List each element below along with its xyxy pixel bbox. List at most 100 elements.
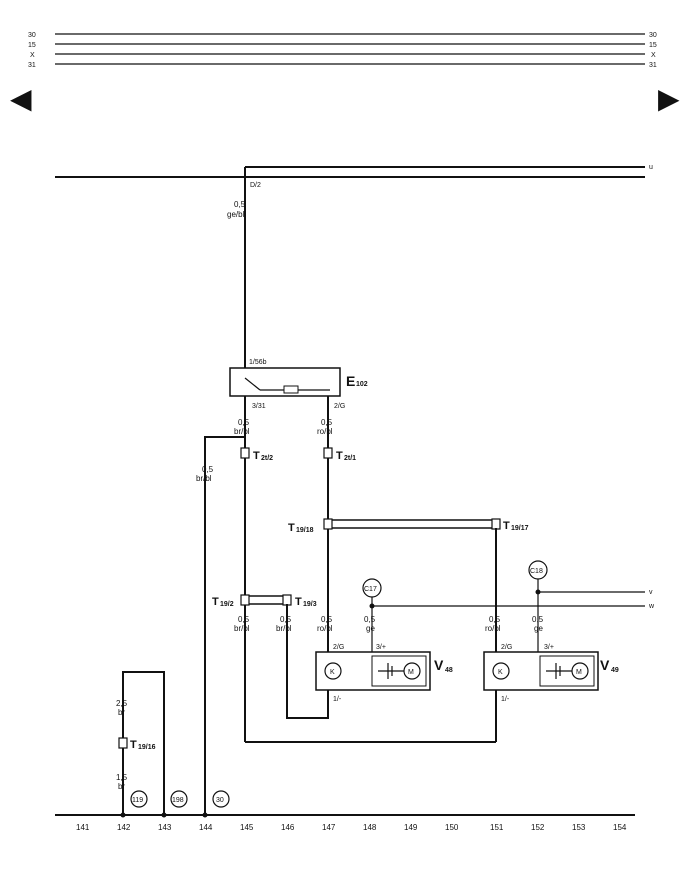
rail-left-label: 30: [28, 32, 36, 39]
motor-m-label: M: [408, 669, 414, 676]
column-numbers: 141 142 143 144 145 146 147 148 149 150 …: [76, 823, 627, 832]
connector-label-sub: 19/2: [220, 601, 234, 608]
rail-right-label: 31: [649, 62, 657, 69]
right-label-w: w: [648, 603, 655, 610]
wire-gauge: 0,5: [238, 615, 250, 624]
connector-label: T: [130, 739, 137, 751]
connector-label-sub: 19/17: [511, 525, 529, 532]
relay-k-label: K: [498, 669, 503, 676]
wire-color: br/bl: [196, 474, 212, 483]
wire-gauge: 0,5: [321, 418, 333, 427]
connector-t2t2: T 2t/2: [240, 447, 273, 462]
connector-label-sub: 2t/1: [344, 455, 356, 462]
wire-gauge: 0,5: [202, 465, 214, 474]
rail-right-label: 15: [649, 42, 657, 49]
connector-label: T: [336, 450, 343, 462]
ref-circle: 198: [170, 790, 188, 808]
connector-t2t1: T 2t/1: [323, 447, 356, 462]
column-number: 142: [117, 823, 131, 832]
connector-label-sub: 2t/2: [261, 455, 273, 462]
ref-circle: 30: [212, 790, 230, 808]
column-number: 147: [322, 823, 336, 832]
column-number: 152: [531, 823, 545, 832]
motor-pin-right: 3/+: [544, 644, 554, 651]
column-number: 144: [199, 823, 213, 832]
wire-color: br/bl: [276, 624, 292, 633]
motor-pin-bottom: 1/-: [333, 696, 342, 703]
wire-gauge: 0,5: [489, 615, 501, 624]
switch-label: E: [346, 373, 355, 389]
wire-gauge: 2,5: [116, 699, 128, 708]
rail-right-label: 30: [649, 32, 657, 39]
wire-color: ge: [534, 624, 543, 633]
column-number: 141: [76, 823, 90, 832]
column-number: 146: [281, 823, 295, 832]
ref-label: 119: [132, 797, 143, 804]
wire-gauge: 0,5: [321, 615, 333, 624]
rail-left-label: 15: [28, 42, 36, 49]
motor-pin-bottom: 1/-: [501, 696, 510, 703]
ref-circle: 119: [130, 790, 148, 808]
motor-label: V: [434, 657, 444, 673]
motor-label-sub: 49: [611, 667, 619, 674]
connector-label: T: [253, 450, 260, 462]
wire-color: br/bl: [234, 624, 250, 633]
top-rails: 30 15 X 31 30 15 X 31: [28, 32, 657, 69]
motor-pin-left: 2/G: [333, 644, 344, 651]
motor-pin-right: 3/+: [376, 644, 386, 651]
previous-page-arrow[interactable]: ◀: [10, 83, 32, 114]
connector-t19-16: T 19/16: [118, 737, 156, 751]
wire-color: br/bl: [234, 427, 250, 436]
switch-pin-out-left: 3/31: [252, 403, 266, 410]
column-number: 150: [445, 823, 459, 832]
relay-k-label: K: [330, 669, 335, 676]
terminal-d2-label: D/2: [250, 182, 261, 189]
column-number: 149: [404, 823, 418, 832]
connector-label-sub: 19/3: [303, 601, 317, 608]
wire-color: ro/bl: [317, 427, 333, 436]
wire-color: br: [118, 782, 125, 791]
connector-bridge-t19-2-3: T 19/2 T 19/3: [212, 594, 317, 608]
connector-bridge-t19-18-17: T 19/18 T 19/17: [288, 518, 529, 534]
wire-color: ro/bl: [485, 624, 501, 633]
rail-right-label: X: [651, 52, 656, 59]
connector-label: T: [288, 522, 295, 534]
right-label-v: v: [649, 589, 653, 596]
ref-label: 30: [216, 797, 224, 804]
ref-label: 198: [172, 797, 184, 804]
switch-e102: 1/56b 3/31 2/G E 102: [229, 359, 368, 410]
switch-pin-in: 1/56b: [249, 359, 267, 366]
upper-bus: u D/2: [55, 164, 653, 189]
wire-color: ro/bl: [317, 624, 333, 633]
next-page-arrow[interactable]: ▶: [658, 83, 680, 114]
motor-pin-left: 2/G: [501, 644, 512, 651]
wire-gauge: 0,5: [280, 615, 292, 624]
wire-color: br: [118, 708, 125, 717]
motor-v49: K M 2/G 3/+ 1/- V 49: [483, 644, 619, 703]
column-number: 148: [363, 823, 377, 832]
node-c18: C18: [528, 560, 548, 580]
rail-left-label: 31: [28, 62, 36, 69]
wire-gauge: 1,5: [116, 773, 128, 782]
wire-color: ge/bl: [227, 210, 245, 219]
connector-label: T: [212, 596, 219, 608]
column-number: 151: [490, 823, 504, 832]
wire-gauge: 0,5: [238, 418, 250, 427]
wire-gauge: 0,5: [364, 615, 376, 624]
wire-gauge: 0,5: [234, 200, 246, 209]
node-label: C18: [530, 568, 543, 575]
rail-left-label: X: [30, 52, 35, 59]
motor-m-label: M: [576, 669, 582, 676]
connector-label-sub: 19/18: [296, 527, 314, 534]
node-c17: C17: [362, 578, 382, 598]
connector-label-sub: 19/16: [138, 744, 156, 751]
column-number: 154: [613, 823, 627, 832]
motor-label-sub: 48: [445, 667, 453, 674]
motor-v48: K M 2/G 3/+ 1/- V 48: [315, 644, 453, 703]
node-label: C17: [364, 586, 377, 593]
connector-label: T: [503, 520, 510, 532]
switch-label-sub: 102: [356, 381, 368, 388]
column-number: 145: [240, 823, 254, 832]
bus-right-label: u: [649, 164, 653, 171]
